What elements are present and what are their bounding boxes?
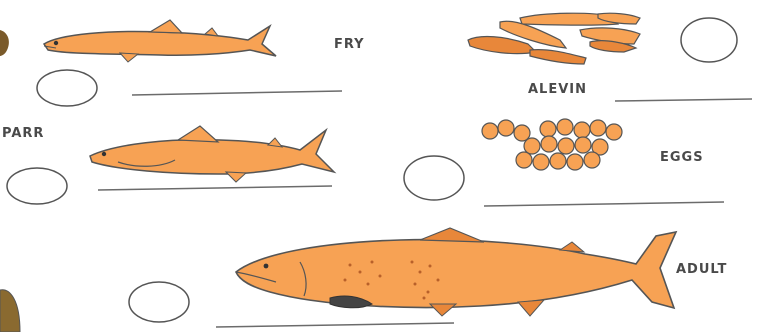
fry-fish xyxy=(44,20,276,62)
parr-label: PARR xyxy=(2,126,44,141)
eggs-cluster xyxy=(482,119,622,170)
eggs-answer-line[interactable] xyxy=(484,202,724,206)
parr-fish xyxy=(90,126,334,182)
edge-decoration-top xyxy=(0,30,9,56)
parr-answer-line[interactable] xyxy=(98,186,332,190)
adult-answer-circle[interactable] xyxy=(129,282,189,322)
edge-decoration-bottom xyxy=(0,290,20,332)
alevin-cluster xyxy=(468,13,640,64)
alevin-answer-line[interactable] xyxy=(615,99,752,101)
fry-answer-line[interactable] xyxy=(132,91,342,95)
eggs-answer-circle[interactable] xyxy=(404,156,464,200)
fry-answer-circle[interactable] xyxy=(37,70,97,106)
adult-fish xyxy=(236,228,676,316)
adult-answer-line[interactable] xyxy=(216,323,454,327)
fry-label: FRY xyxy=(334,37,365,52)
eggs-label: EGGS xyxy=(660,150,704,165)
alevin-label: ALEVIN xyxy=(528,82,587,97)
parr-answer-circle[interactable] xyxy=(7,168,67,204)
alevin-answer-circle[interactable] xyxy=(681,18,737,62)
adult-label: ADULT xyxy=(676,262,727,277)
